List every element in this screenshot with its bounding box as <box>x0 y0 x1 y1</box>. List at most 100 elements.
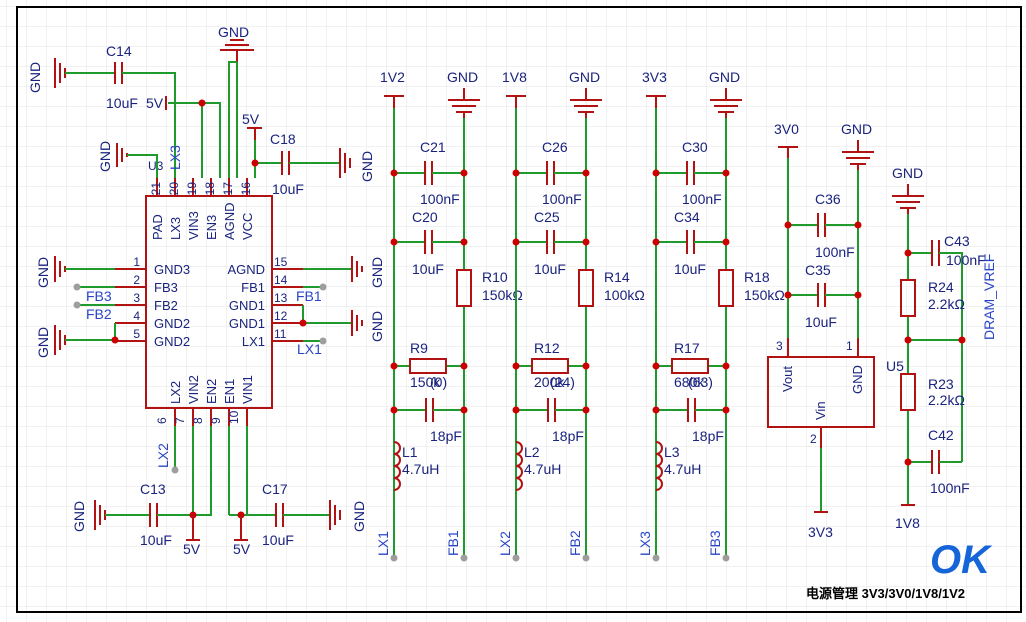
u5-pin-name-vout: Vout <box>780 366 795 392</box>
u3-pin-num-1: 1 <box>133 255 140 269</box>
u3-pin-num-6: 6 <box>155 417 169 424</box>
u3-pin-num-20: 20 <box>167 182 181 196</box>
ch3-fb-label: FB3 <box>707 530 723 556</box>
u3-pin-name-en1: EN1 <box>222 379 237 404</box>
ch2-fb-label: FB2 <box>567 530 583 556</box>
lx2-net-label: LX2 <box>155 443 171 468</box>
l2-value: 4.7uH <box>524 461 561 477</box>
u5-vin-net: 3V3 <box>808 524 833 540</box>
u3-pin-num-16: 16 <box>239 182 253 196</box>
c14-gnd-label: GND <box>27 62 43 93</box>
r17-overlap: (63) <box>688 374 713 390</box>
c36-ref: C36 <box>815 191 841 207</box>
u3-pin-name-vcc: VCC <box>240 213 255 240</box>
r14-ref: R14 <box>604 269 630 285</box>
u3-pin-name-gnd1a: GND1 <box>229 298 265 313</box>
c43-ref: C43 <box>944 233 970 249</box>
u5-pin-num-1: 1 <box>846 339 853 353</box>
c17-ref: C17 <box>262 481 288 497</box>
u3-regulator[interactable]: 1 2 3 4 5 GND3 FB3 FB2 GND2 GND2 15 14 1… <box>115 159 303 426</box>
cff17-value: 18pF <box>692 428 724 444</box>
u3-pin-num-11: 11 <box>274 327 287 341</box>
vref-gnd-label: GND <box>892 165 923 181</box>
u3-pin-name-lx3: LX3 <box>168 217 183 240</box>
r9-value: 150k <box>410 374 441 390</box>
fb2-net-label: FB2 <box>86 306 112 322</box>
r10-ref: R10 <box>482 269 508 285</box>
c26-ref: C26 <box>542 139 568 155</box>
ch1-lx-label: LX1 <box>375 531 391 556</box>
c42-ref: C42 <box>928 427 954 443</box>
c25-ref: C25 <box>534 209 560 225</box>
cff12-value: 18pF <box>552 428 584 444</box>
channel-1v2[interactable]: 1V2 GND C21 100nF C20 10uF R10 150kΩ R9 … <box>375 69 523 562</box>
sheet-border <box>16 6 1022 613</box>
l3-ref: L3 <box>664 444 680 460</box>
c17-value: 10uF <box>262 532 294 548</box>
ch1-gnd-label: GND <box>447 69 478 85</box>
u3-pin-name-fb1: FB1 <box>241 280 265 295</box>
c35-value: 10uF <box>805 314 837 330</box>
u3-pin-num-21: 21 <box>149 182 163 196</box>
u5-gnd-label: GND <box>841 121 872 137</box>
u3-pin-num-5: 5 <box>133 327 140 341</box>
channel-3v3[interactable]: 3V3 GND C30 100nF C34 10uF R18 150kΩ R17… <box>637 69 785 562</box>
ch2-rail-label: 1V8 <box>502 69 527 85</box>
c21-value: 100nF <box>420 191 460 207</box>
u5-ldo[interactable]: 3V0 GND C36 100nF C35 10uF 3 1 2 Vout GN… <box>767 121 904 540</box>
l2-ref: L2 <box>524 444 540 460</box>
vcc-5v-label: 5V <box>242 111 260 127</box>
u5-pin-num-2: 2 <box>810 432 817 446</box>
u3-pin-name-agnd: AGND <box>227 262 265 277</box>
u3-pin-num-9: 9 <box>209 417 223 424</box>
c20-ref: C20 <box>412 209 438 225</box>
u3-pin-name-en2: EN2 <box>204 379 219 404</box>
u3-pin-num-3: 3 <box>133 291 140 305</box>
u3-pin-num-17: 17 <box>221 182 235 196</box>
r17-value: 680k <box>674 374 705 390</box>
r18-value: 150kΩ <box>744 287 785 303</box>
u3-pin-num-19: 19 <box>185 182 199 196</box>
u3-pin-num-12: 12 <box>274 309 288 323</box>
r23-ref: R23 <box>928 376 954 392</box>
ch2-gnd-label: GND <box>569 69 600 85</box>
vin2-5v-label: 5V <box>183 541 201 557</box>
r18-ref: R18 <box>744 269 770 285</box>
r9-overlap: (0) <box>430 374 447 390</box>
c13-gnd-label: GND <box>71 501 87 532</box>
channel-1v8[interactable]: 1V8 GND C26 100nF C25 10uF R14 100kΩ R12… <box>497 69 645 562</box>
c26-value: 100nF <box>542 191 582 207</box>
fb3-net-label: FB3 <box>86 288 112 304</box>
ch1-rail-label: 1V2 <box>380 69 405 85</box>
c34-value: 10uF <box>674 261 706 277</box>
l1-ref: L1 <box>402 444 418 460</box>
u5-pin-num-3: 3 <box>776 339 783 353</box>
gnd1-label: GND <box>369 311 385 342</box>
ch3-rail-label: 3V3 <box>642 69 667 85</box>
ch3-gnd-label: GND <box>709 69 740 85</box>
r24-value: 2.2kΩ <box>928 296 965 312</box>
c34-ref: C34 <box>674 209 700 225</box>
gnd3-label: GND <box>35 257 51 288</box>
u3-ref: U3 <box>148 159 164 173</box>
u5-pin-name-gnd: GND <box>850 365 865 394</box>
c30-ref: C30 <box>682 139 708 155</box>
u3-pin-name-fb3: FB3 <box>154 280 178 295</box>
c42-value: 100nF <box>930 480 970 496</box>
c20-value: 10uF <box>412 261 444 277</box>
u3-pin-num-8: 8 <box>191 417 205 424</box>
gnd2-label: GND <box>35 327 51 358</box>
ch3-lx-label: LX3 <box>637 531 653 556</box>
dram-vref-divider[interactable]: GND C43 100nF R24 2.2kΩ R23 2.2kΩ C42 10… <box>892 165 997 531</box>
u3-pin-name-en3: EN3 <box>204 215 219 240</box>
c18-ref: C18 <box>270 131 296 147</box>
u3-pin-name-lx2: LX2 <box>168 381 183 404</box>
u3-pin-num-13: 13 <box>274 291 288 305</box>
u5-rail-label: 3V0 <box>774 121 799 137</box>
u5-pin-name-vin: Vin <box>813 401 828 420</box>
u3-pin-name-agnd-top: AGND <box>222 202 237 240</box>
c14-ref: C14 <box>106 43 132 59</box>
c14-value: 10uF <box>106 95 138 111</box>
c36-value: 100nF <box>815 244 855 260</box>
sheet-caption: 电源管理 3V3/3V0/1V8/1V2 <box>806 586 965 601</box>
